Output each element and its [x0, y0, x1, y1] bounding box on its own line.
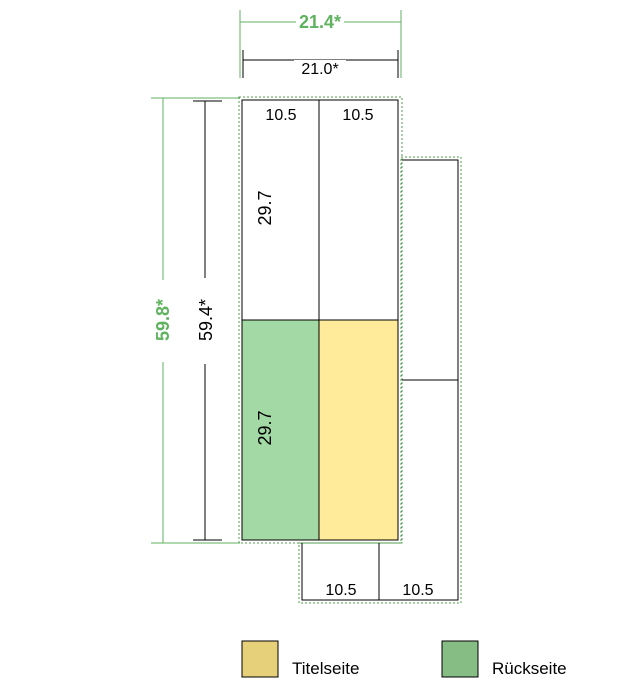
top-left-column-label: 10.5 — [265, 107, 296, 124]
outer-height-dimension: 59.8* — [150, 97, 240, 544]
legend-back-label: Rückseite — [492, 659, 567, 678]
bottom-row-label: 29.7 — [255, 410, 275, 445]
bottom-left-column-label: 10.5 — [325, 582, 356, 599]
outer-height-label: 59.8* — [153, 299, 173, 341]
main-sheet-bleed-outline — [238, 96, 403, 544]
outer-width-label: 21.4* — [299, 12, 341, 32]
legend-title-swatch — [241, 640, 279, 678]
inner-width-label: 21.0* — [301, 61, 338, 78]
bottom-right-column-label: 10.5 — [402, 582, 433, 599]
flap-bleed-outline — [298, 156, 462, 604]
inner-height-label: 59.4* — [196, 299, 216, 341]
legend: Titelseite Rückseite — [241, 640, 567, 678]
title-page-panel — [319, 320, 398, 540]
inner-height-dimension: 59.4* — [193, 100, 222, 541]
top-row-label: 29.7 — [255, 190, 275, 225]
outer-width-dimension: 21.4* — [239, 10, 402, 78]
back-page-panel — [242, 320, 319, 540]
legend-title-label: Titelseite — [292, 659, 359, 678]
legend-back-swatch — [441, 640, 479, 678]
inner-width-dimension: 21.0* — [242, 50, 399, 78]
flap-outline — [301, 159, 459, 601]
top-right-column-label: 10.5 — [342, 107, 373, 124]
